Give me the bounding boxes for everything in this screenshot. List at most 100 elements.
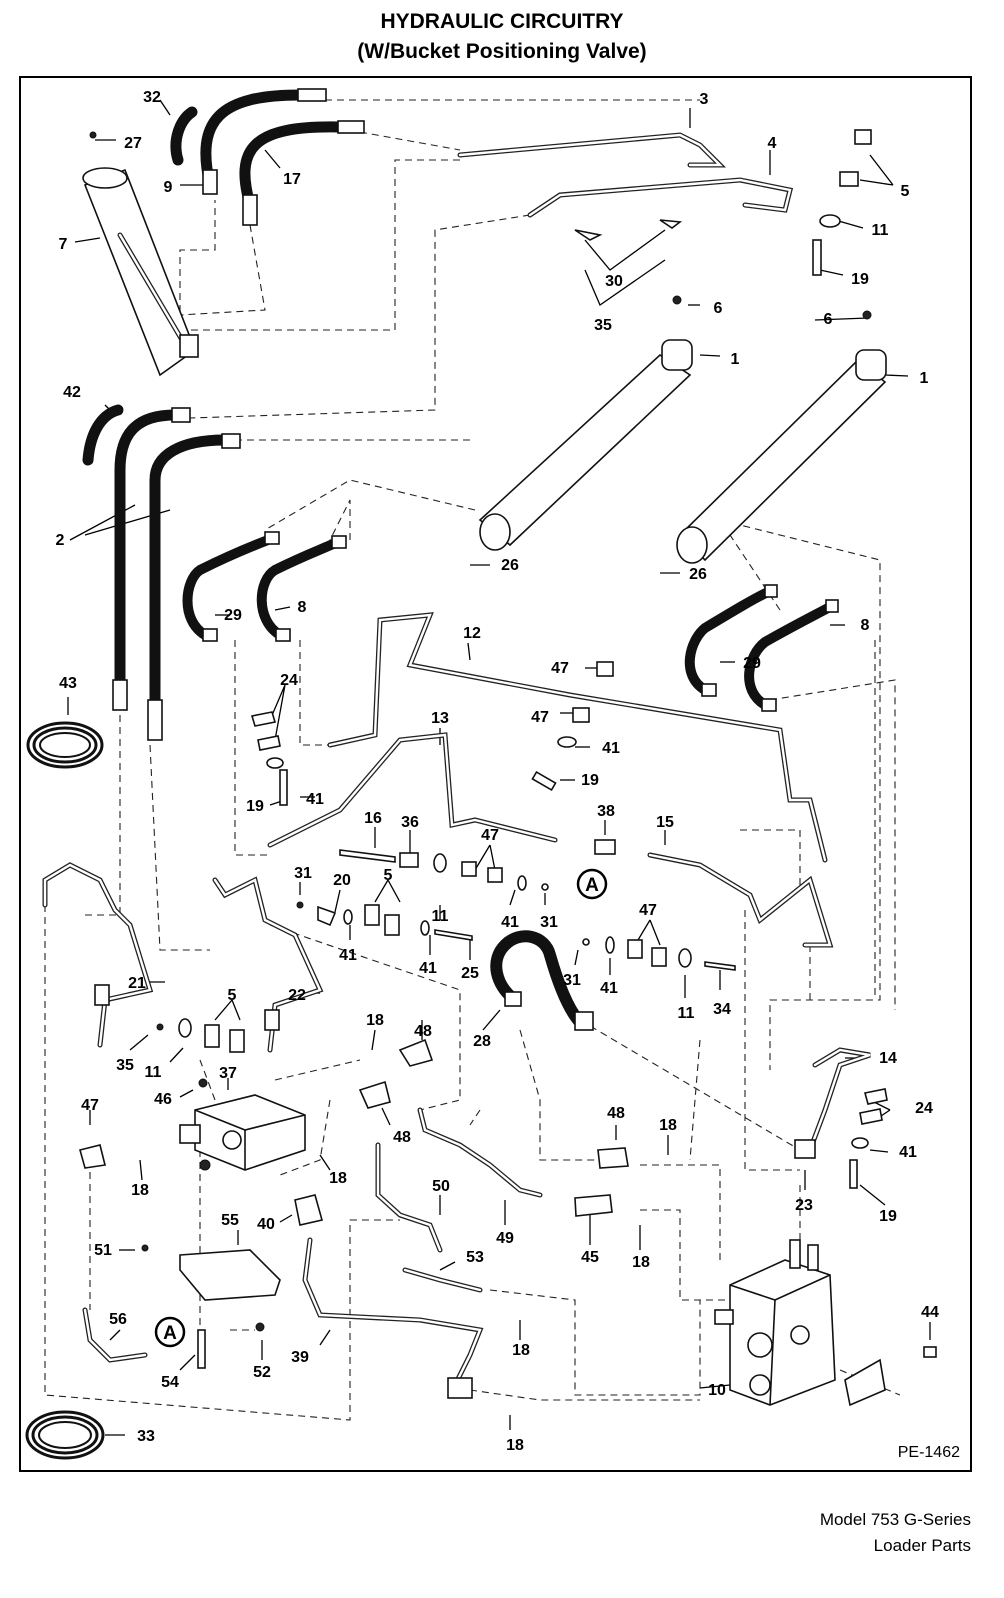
clamp-set-right: [849, 1088, 888, 1189]
callout-21: 21: [128, 975, 146, 992]
callout-42: 42: [63, 384, 81, 401]
steel-tube-22: [212, 876, 324, 1053]
callout-2: 2: [56, 532, 65, 549]
callout-37: 37: [219, 1065, 237, 1082]
callout-26-right: 26: [689, 566, 707, 583]
steel-tube-49: [417, 1107, 543, 1198]
callout-6-right: 6: [824, 311, 833, 328]
callout-29-left: 29: [224, 607, 242, 624]
callout-19-top: 19: [851, 271, 869, 288]
hose-28: [490, 930, 594, 1031]
callout-11-top: 11: [872, 222, 889, 239]
callout-14: 14: [879, 1050, 897, 1067]
callout-31-b: 31: [540, 914, 558, 931]
callout-5-lower: 5: [228, 987, 237, 1004]
valve-housing-7: [82, 131, 199, 377]
lift-cylinder-right: [676, 310, 887, 564]
hose-29-right: [684, 584, 778, 697]
callout-36: 36: [401, 814, 419, 831]
callout-47-d: 47: [639, 902, 657, 919]
callout-56: 56: [109, 1311, 127, 1328]
callout-52: 52: [253, 1364, 271, 1381]
coiled-hose-33: [25, 1410, 105, 1460]
clamp-set-center: [531, 661, 614, 792]
callout-31-a: 31: [294, 865, 312, 882]
callout-39: 39: [291, 1349, 309, 1366]
callout-18-g: 18: [506, 1437, 524, 1454]
callout-16: 16: [364, 810, 382, 827]
bucket-positioning-valve-37: [179, 1078, 306, 1171]
lift-cylinder-left: [478, 295, 693, 551]
callout-25: 25: [461, 965, 479, 982]
callout-11-right: 11: [678, 1005, 695, 1022]
callout-33: 33: [137, 1428, 155, 1445]
hose-section-42: [82, 404, 124, 466]
callout-41-b: 41: [501, 914, 519, 931]
callout-11-middle: 11: [432, 908, 449, 925]
steel-tube-13: [267, 732, 558, 848]
callout-48-c: 48: [607, 1105, 625, 1122]
callout-18-b: 18: [659, 1117, 677, 1134]
steel-tube-39: [302, 1237, 484, 1399]
diagram-frame: [19, 76, 972, 1472]
steel-tube-14: [794, 1047, 871, 1159]
callout-5-middle: 5: [384, 867, 393, 884]
callout-48-b: 48: [393, 1129, 411, 1146]
clamp-parts-top-right: [574, 129, 872, 276]
steel-tube-15: [647, 852, 834, 948]
callout-15: 15: [656, 814, 674, 831]
steel-tube-3: [457, 132, 727, 168]
detail-marker-a-top: A: [585, 875, 599, 896]
callout-49: 49: [496, 1230, 514, 1247]
hose-8-left: [256, 535, 347, 642]
coiled-hose-43: [26, 721, 104, 769]
detail-marker-circles: [154, 868, 608, 1348]
callout-10: 10: [708, 1382, 726, 1399]
callout-47-a: 47: [551, 660, 569, 677]
callout-29-right: 29: [743, 655, 761, 672]
callout-18-e: 18: [632, 1254, 650, 1271]
callout-1-right: 1: [920, 370, 929, 387]
figure-reference-code: PE-1462: [897, 1444, 960, 1461]
callout-5-top: 5: [901, 183, 910, 200]
callout-24-left: 24: [280, 672, 298, 689]
callout-7: 7: [59, 236, 68, 253]
callout-30: 30: [605, 273, 623, 290]
callout-8-right: 8: [861, 617, 870, 634]
hose-2-right: [147, 433, 241, 741]
callout-47-b: 47: [531, 709, 549, 726]
steel-tube-50: [375, 1142, 443, 1253]
callout-44: 44: [921, 1304, 939, 1321]
callout-41-c: 41: [339, 947, 357, 964]
callout-4: 4: [768, 135, 777, 152]
callout-45: 45: [581, 1249, 599, 1266]
callout-27: 27: [124, 135, 142, 152]
callout-38: 38: [597, 803, 615, 820]
callout-19-right: 19: [879, 1208, 897, 1225]
hose-29-left: [182, 531, 280, 642]
callout-6-left: 6: [714, 300, 723, 317]
callout-50: 50: [432, 1178, 450, 1195]
callout-34: 34: [713, 1001, 731, 1018]
diagram-title: HYDRAULIC CIRCUITRY: [380, 10, 624, 33]
hose-section-32: [170, 106, 198, 166]
hose-9: [200, 88, 327, 195]
clamp-set-left: [250, 711, 288, 806]
callout-3: 3: [700, 91, 709, 108]
callout-9: 9: [164, 179, 173, 196]
callout-20: 20: [333, 872, 351, 889]
elbow-fittings: [79, 1038, 629, 1226]
callout-41-d: 41: [419, 960, 437, 977]
steel-tube-4: [527, 177, 794, 218]
diagram-subtitle: (W/Bucket Positioning Valve): [357, 40, 647, 63]
callout-18-a: 18: [366, 1012, 384, 1029]
callout-18-f: 18: [512, 1342, 530, 1359]
fitting-group-middle: [156, 839, 736, 1053]
callout-51: 51: [94, 1242, 112, 1259]
steel-tube-56: [82, 1307, 148, 1363]
callout-19-left: 19: [246, 798, 264, 815]
callout-53: 53: [466, 1249, 484, 1266]
callout-41-left: 41: [306, 791, 324, 808]
callout-55: 55: [221, 1212, 239, 1229]
